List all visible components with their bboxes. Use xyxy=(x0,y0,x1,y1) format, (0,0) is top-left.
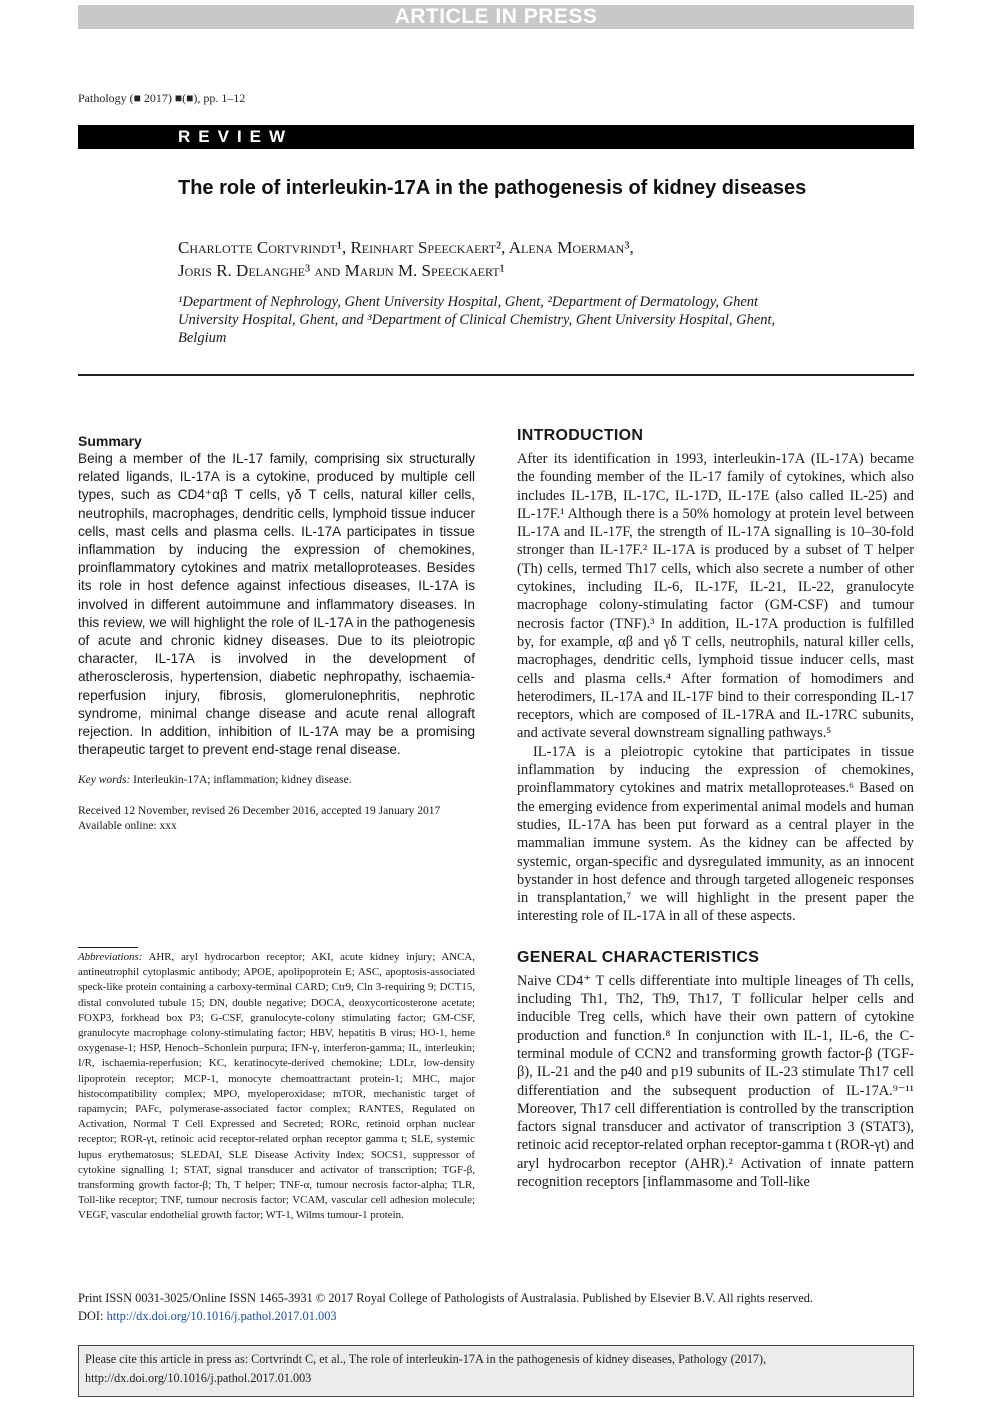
doi-line: DOI: http://dx.doi.org/10.1016/j.pathol.… xyxy=(78,1307,914,1325)
summary-text: Being a member of the IL-17 family, comp… xyxy=(78,451,475,758)
introduction-paragraph-2: IL-17A is a pleiotropic cytokine that pa… xyxy=(517,743,914,925)
author-list: Charlotte Cortvrindt¹, Reinhart Speeckae… xyxy=(178,236,858,282)
journal-citation-line: Pathology (■ 2017) ■(■), pp. 1–12 xyxy=(78,91,246,105)
section-label-bar: REVIEW xyxy=(78,125,914,149)
introduction-paragraph-1: After its identification in 1993, interl… xyxy=(517,451,914,742)
article-dates: Received 12 November, revised 26 Decembe… xyxy=(78,804,475,834)
header-divider xyxy=(78,374,914,376)
right-column: INTRODUCTION After its identification in… xyxy=(517,426,914,1191)
keywords-label: Key words: xyxy=(78,774,131,787)
keywords: Key words: Interleukin-17A; inflammation… xyxy=(78,773,475,788)
authors-line-1: Charlotte Cortvrindt¹, Reinhart Speeckae… xyxy=(178,238,634,257)
article-in-press-banner: ARTICLE IN PRESS xyxy=(78,5,914,29)
copyright-footer: Print ISSN 0031-3025/Online ISSN 1465-39… xyxy=(78,1289,914,1325)
abbreviations-text: AHR, aryl hydrocarbon receptor; AKI, acu… xyxy=(78,951,475,1222)
left-column: Summary Being a member of the IL-17 fami… xyxy=(78,432,475,834)
affiliations: ¹Department of Nephrology, Ghent Univers… xyxy=(178,294,776,346)
doi-link[interactable]: http://dx.doi.org/10.1016/j.pathol.2017.… xyxy=(106,1309,337,1323)
keywords-text: Interleukin-17A; inflammation; kidney di… xyxy=(133,774,352,787)
introduction-heading: INTRODUCTION xyxy=(517,427,644,444)
footnote-divider xyxy=(78,947,138,948)
issn-line: Print ISSN 0031-3025/Online ISSN 1465-39… xyxy=(78,1291,814,1305)
authors-line-2: Joris R. Delanghe³ and Marijn M. Speecka… xyxy=(178,261,505,280)
general-paragraph-1: Naive CD4⁺ T cells differentiate into mu… xyxy=(517,972,914,1190)
received-dates: Received 12 November, revised 26 Decembe… xyxy=(78,805,441,818)
article-title: The role of interleukin-17A in the patho… xyxy=(178,177,807,199)
citation-box: Please cite this article in press as: Co… xyxy=(78,1345,914,1397)
abbreviations-footnote: Abbreviations: AHR, aryl hydrocarbon rec… xyxy=(78,950,475,1224)
summary-heading: Summary xyxy=(78,433,142,449)
available-online: Available online: xxx xyxy=(78,820,177,833)
abbreviations-label: Abbreviations: xyxy=(78,951,143,963)
general-characteristics-heading: GENERAL CHARACTERISTICS xyxy=(517,948,760,966)
doi-label: DOI: xyxy=(78,1309,104,1323)
